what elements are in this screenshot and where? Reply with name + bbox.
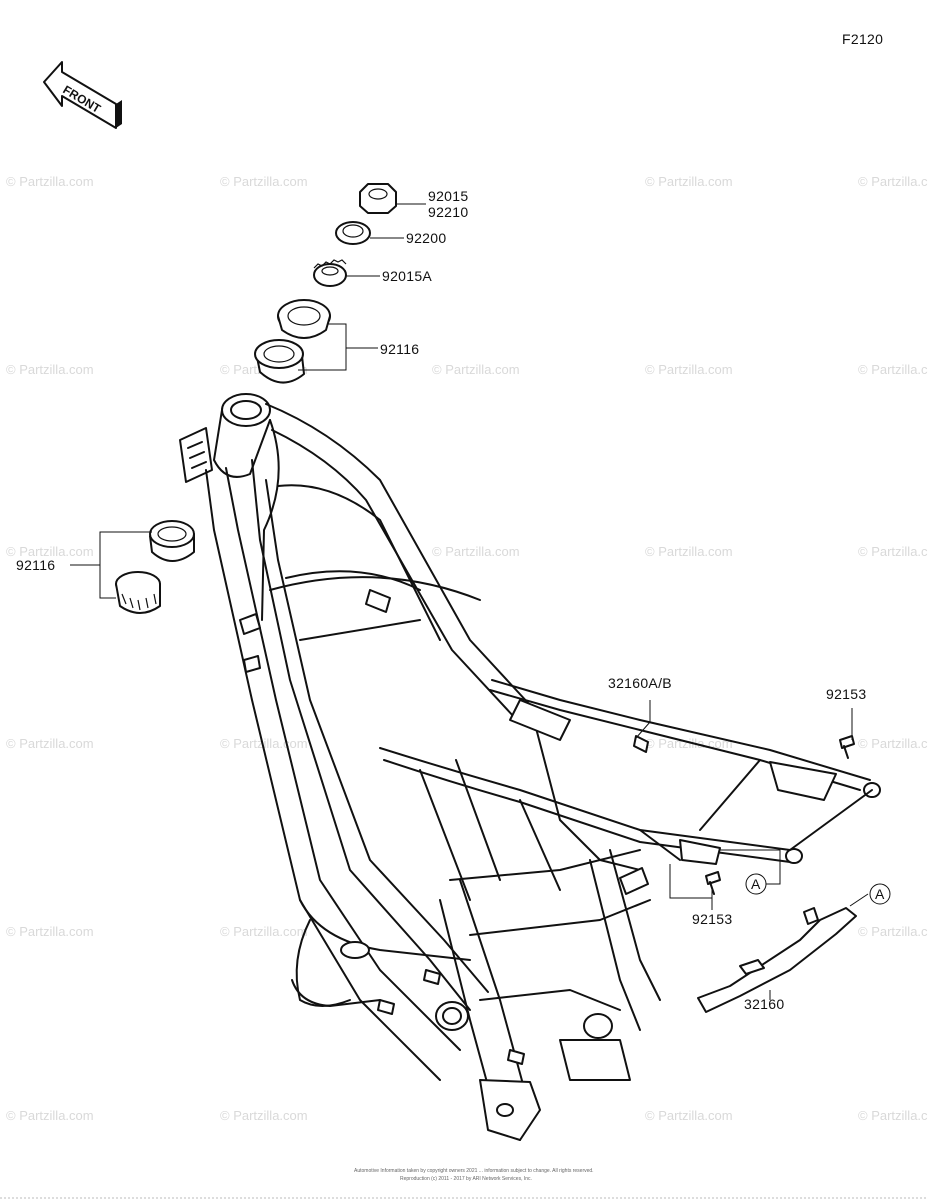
watermark: © Partzilla.com [645,544,733,559]
leader-lines [70,203,869,1000]
watermark: © Partzilla.com [6,362,94,377]
watermark: © Partzilla.com [220,924,308,939]
watermark: © Partzilla.com [858,544,928,559]
watermark: © Partzilla.com [6,924,94,939]
stem-nut-92015 [359,183,397,214]
callout-92015a: 92015A [382,268,432,284]
callout-92116-left: 92116 [16,557,55,573]
watermark: © Partzilla.com [6,174,94,189]
front-arrow-icon: FRONT [43,61,122,129]
footer-line-1: Automotive Information taken by copyrigh… [354,1168,594,1174]
watermark: © Partzilla.com [645,1108,733,1123]
watermark: © Partzilla.com [645,174,733,189]
watermark-layer: © Partzilla.com © Partzilla.com © Partzi… [6,174,928,1123]
diagram-code: F2120 [842,31,883,47]
callout-92015: 92015 [428,188,468,204]
watermark: © Partzilla.com [6,1108,94,1123]
watermark: © Partzilla.com [858,174,928,189]
watermark: © Partzilla.com [6,544,94,559]
watermark: © Partzilla.com [858,362,928,377]
main-frame [179,393,881,1141]
stem-nut-92015a [313,259,347,287]
ref-marker-label: A [751,876,761,892]
ref-marker-a-upper: A [869,883,891,905]
watermark: © Partzilla.com [220,1108,308,1123]
watermark: © Partzilla.com [432,544,520,559]
callout-92153-lower: 92153 [692,911,732,927]
callout-32160: 32160 [744,996,784,1012]
callout-92200: 92200 [406,230,446,246]
watermark: © Partzilla.com [858,924,928,939]
watermark: © Partzilla.com [6,736,94,751]
callout-32160ab: 32160A/B [608,675,672,691]
bearing-race-lower-92116 [254,339,305,384]
bolt-92153-right [839,735,855,759]
callout-92116-top: 92116 [380,341,419,357]
bearing-race-upper-92116 [277,299,331,339]
washer-92200 [335,221,371,245]
watermark: © Partzilla.com [858,736,928,751]
tapered-bearing-92116 [115,571,161,614]
bolt-92153-lower [705,871,721,895]
footer-line-2: Reproduction (c) 2011 - 2017 by ARI Netw… [400,1176,532,1182]
watermark: © Partzilla.com [858,1108,928,1123]
ref-marker-label: A [875,886,885,902]
bracket-32160 [697,907,857,1013]
callout-92210: 92210 [428,204,468,220]
watermark: © Partzilla.com [220,174,308,189]
watermark: © Partzilla.com [432,362,520,377]
callout-92153-right: 92153 [826,686,866,702]
bearing-race-left-92116 [149,520,195,562]
ref-marker-a-lower: A [745,873,767,895]
watermark: © Partzilla.com [645,362,733,377]
